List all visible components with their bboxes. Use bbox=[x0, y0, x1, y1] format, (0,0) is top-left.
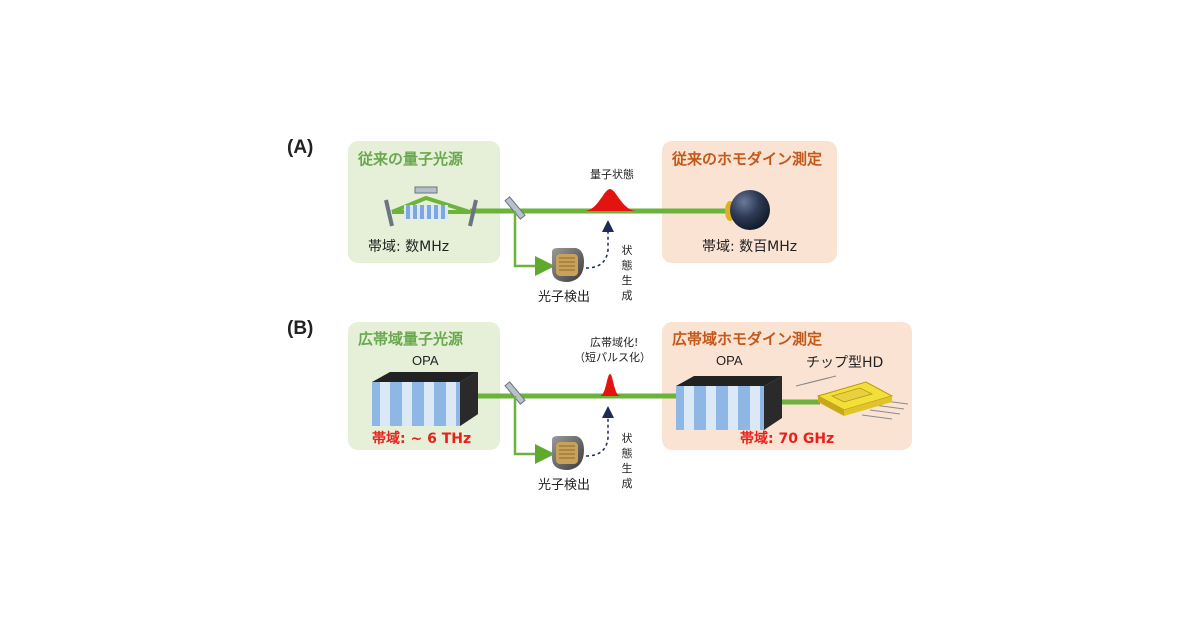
panel-a-photon-detection-label: 光子検出 bbox=[538, 290, 591, 305]
panel-b-chip-homodyne-detector bbox=[795, 375, 909, 420]
panel-b-detector-opa-block bbox=[676, 376, 782, 430]
panel-a-detector-title: 従来のホモダイン測定 bbox=[672, 150, 823, 168]
panel-a-heralding-arrow bbox=[585, 220, 614, 269]
panel-b-heralding-arrow bbox=[585, 406, 614, 457]
panel-b-detector-bandwidth: 帯域: 70 GHz bbox=[740, 431, 835, 447]
panel-a-crystal bbox=[404, 205, 448, 219]
panel-b-state-generation-label: 状態生成 bbox=[621, 432, 633, 490]
panel-a-detector-bandwidth: 帯域: 数百MHz bbox=[702, 239, 798, 255]
panel-b-photon-detection-label: 光子検出 bbox=[538, 478, 591, 493]
panel-a-state-label: 量子状態 bbox=[590, 168, 634, 181]
panel-b-label: (B) bbox=[287, 318, 314, 339]
panel-b-source-bandwidth: 帯域: ~ 6 THz bbox=[372, 431, 472, 447]
panel-b-source-opa-block bbox=[372, 372, 478, 426]
panel-b-photon-detector bbox=[552, 436, 584, 470]
panel-a-source-title: 従来の量子光源 bbox=[358, 150, 464, 168]
panel-a-tap-path bbox=[513, 211, 555, 276]
panel-b-source-opa-label: OPA bbox=[412, 353, 439, 368]
panel-a-beam-splitter bbox=[504, 196, 526, 220]
panel-b-state-label-line2: （短パルス化） bbox=[574, 351, 651, 364]
panel-b-state-label-line1: 広帯域化! bbox=[590, 336, 639, 349]
panel-a-source-bandwidth: 帯域: 数MHz bbox=[368, 239, 450, 255]
panel-b-quantum-state-pulse bbox=[600, 374, 620, 396]
panel-b-detector-title: 広帯域ホモダイン測定 bbox=[672, 330, 823, 348]
panel-a-cavity-mirrors bbox=[384, 186, 478, 227]
panel-a-label: (A) bbox=[287, 137, 314, 158]
panel-b-chip-label: チップ型HD bbox=[806, 355, 884, 371]
panel-a-quantum-state-pulse bbox=[585, 189, 636, 211]
panel-b-detector-opa-label: OPA bbox=[716, 353, 743, 368]
panel-a-state-generation-label: 状態生成 bbox=[621, 244, 633, 302]
panel-a-photon-detector bbox=[552, 248, 584, 282]
panel-b-source-title: 広帯域量子光源 bbox=[358, 330, 464, 348]
panel-b-tap-path bbox=[513, 396, 555, 464]
panel-a-homodyne-detector bbox=[725, 190, 770, 230]
panel-b-beam-splitter bbox=[504, 381, 526, 405]
